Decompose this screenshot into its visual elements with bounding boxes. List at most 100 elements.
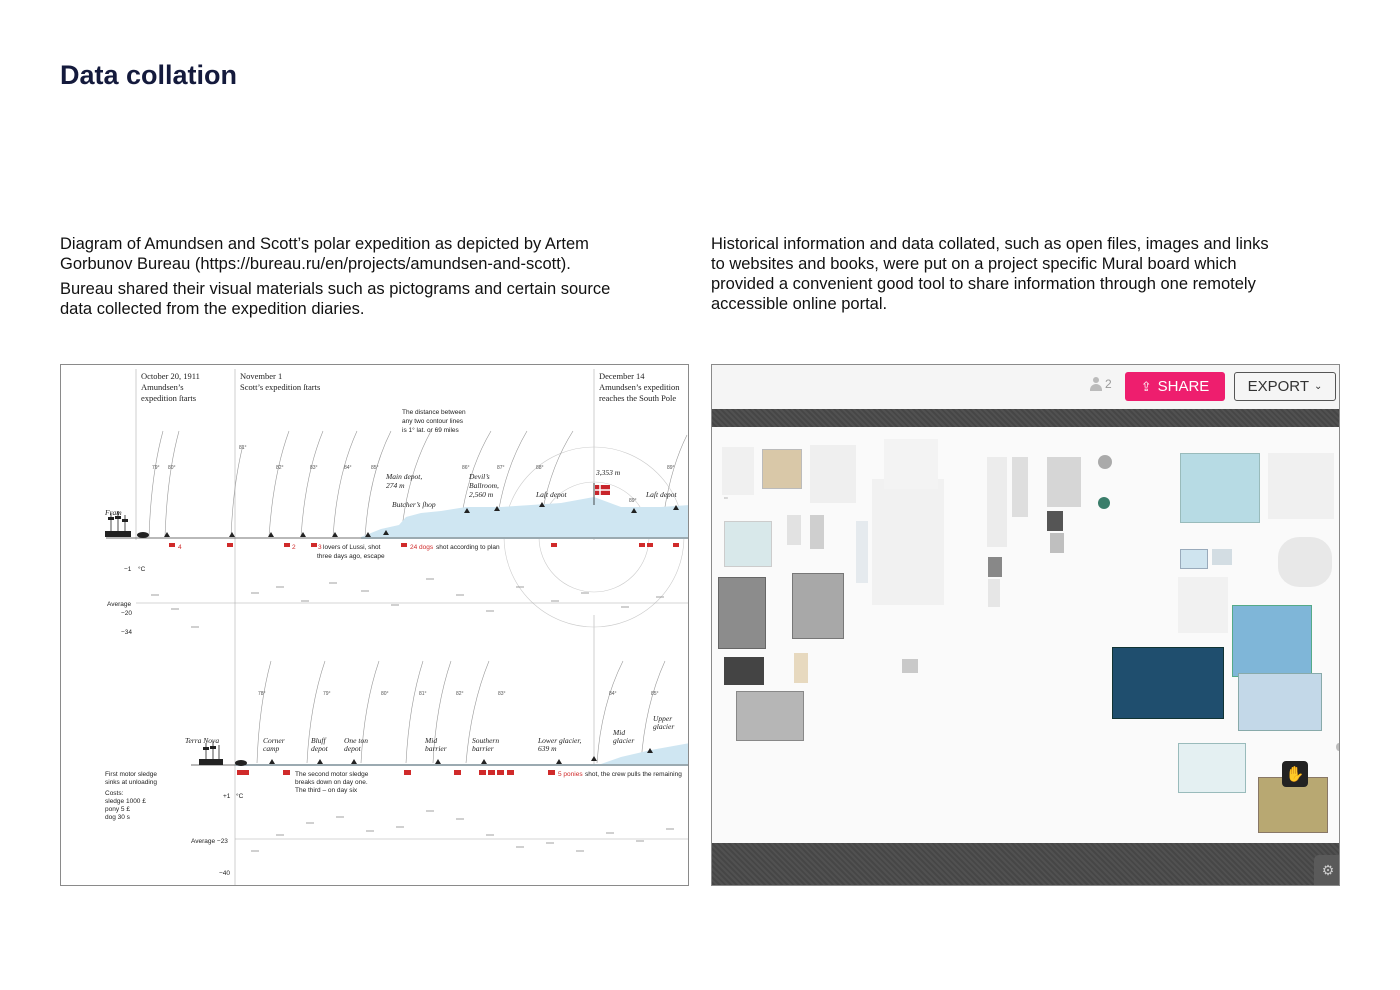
board-card[interactable]	[884, 439, 938, 489]
share-label: SHARE	[1157, 378, 1210, 395]
temp-top-minus1: −1	[124, 566, 132, 573]
amundsen-start-date: October 20, 1911	[141, 371, 200, 381]
board-card[interactable]	[1278, 537, 1332, 587]
settings-button[interactable]: ⚙	[1314, 855, 1339, 885]
contour-note-l1: The distance between	[402, 409, 466, 416]
top-camp-markers	[164, 502, 679, 537]
lat-top-0: 79°	[152, 465, 160, 471]
lower-glacier-l2: 639 m	[538, 744, 557, 753]
board-card[interactable]	[1268, 453, 1334, 519]
pole-l2: reaches the South Pole	[599, 393, 676, 403]
lat-top-8: 87°	[497, 465, 505, 471]
board-card[interactable]	[1212, 549, 1232, 565]
board-card[interactable]	[856, 521, 868, 583]
board-card[interactable]	[1047, 457, 1081, 507]
board-card[interactable]	[902, 659, 918, 673]
lat-top-5: 84°	[344, 465, 352, 471]
amundsen-start-l2: expedition ſtarts	[141, 393, 196, 403]
lat-top-2: 81°	[239, 445, 247, 451]
scott-start-date: November 1	[240, 371, 282, 381]
lat-top-11: 89°	[667, 465, 675, 471]
lat-top-6: 85°	[371, 465, 379, 471]
upper-glacier-l2: glacier	[653, 722, 674, 731]
second-sledge-l3: The third – on day six	[295, 787, 358, 794]
ponies-note: shot, the crew pulls the remaining	[585, 771, 682, 778]
contour-note-l3: is 1° lat. or 69 miles	[402, 426, 460, 434]
second-sledge-l2: breaks down on day one.	[295, 779, 368, 786]
second-sledge-l1: The second motor sledge	[295, 771, 369, 778]
dogs-lost-3: 3	[318, 544, 322, 551]
collaborators-indicator[interactable]: 2	[1090, 377, 1112, 391]
first-sledge-l1: First motor sledge	[105, 771, 157, 778]
left-caption: Diagram of Amundsen and Scott’s polar ex…	[60, 234, 620, 324]
board-card[interactable]	[872, 479, 944, 605]
board-card[interactable]	[724, 521, 772, 567]
board-card[interactable]	[1178, 577, 1228, 633]
board-card[interactable]	[988, 557, 1002, 577]
main-depot-l1: Main depot,	[385, 472, 422, 481]
lat-bottom-3: 81°	[419, 691, 427, 697]
fram-label: Fram	[104, 508, 122, 517]
export-label: EXPORT	[1247, 378, 1309, 395]
board-card[interactable]	[1336, 743, 1339, 751]
board-card[interactable]	[810, 445, 856, 503]
corner-camp-l2: camp	[263, 744, 279, 753]
board-card[interactable]	[722, 447, 754, 495]
board-card[interactable]	[1098, 455, 1112, 469]
terra-nova-label: Terra Nova	[185, 736, 219, 745]
board-card[interactable]	[1180, 453, 1260, 523]
board-card[interactable]	[1180, 549, 1208, 569]
board-card[interactable]	[1047, 511, 1063, 531]
costs-title: Costs:	[105, 790, 124, 797]
dogs-lost-4: 4	[178, 544, 182, 551]
board-card[interactable]	[1232, 605, 1312, 677]
board-card[interactable]	[1112, 647, 1224, 719]
pan-tool-button[interactable]: ✋	[1282, 761, 1308, 787]
board-card[interactable]	[1050, 533, 1064, 553]
fram-ship-icon	[105, 511, 149, 538]
lat-top-1: 80°	[168, 465, 176, 471]
pole-date: December 14	[599, 371, 645, 381]
expedition-diagram: October 20, 1911 Amundsen’s expedition ſ…	[60, 364, 689, 886]
lat-bottom-6: 84°	[609, 691, 617, 697]
lat-top-9: 88°	[536, 465, 544, 471]
bluff-depot-l1: Bluff	[311, 736, 326, 745]
share-button[interactable]: ⇪ SHARE	[1125, 372, 1225, 401]
main-depot-l2: 274 m	[386, 481, 405, 490]
bluff-depot-l2: depot	[311, 744, 329, 753]
lat-top-4: 83°	[310, 465, 318, 471]
board-card[interactable]	[987, 457, 1007, 547]
board-card[interactable]	[736, 691, 804, 741]
corner-camp-l1: Corner	[263, 736, 285, 745]
bottom-temp-dashes	[251, 810, 674, 852]
mural-canvas[interactable]: ▭	[712, 427, 1339, 843]
first-sledge-l2: sinks at unloading	[105, 779, 157, 786]
lat-bottom-4: 82°	[456, 691, 464, 697]
gear-icon: ⚙	[1321, 861, 1335, 878]
board-card[interactable]	[718, 577, 766, 649]
board-card[interactable]	[1178, 743, 1246, 793]
board-card[interactable]	[1238, 673, 1322, 731]
temp-top-unit: °C	[138, 565, 146, 573]
page-title: Data collation	[60, 60, 238, 90]
board-card[interactable]	[724, 657, 764, 685]
board-card[interactable]	[762, 449, 802, 489]
board-card[interactable]	[787, 515, 801, 545]
board-card[interactable]	[1098, 497, 1110, 509]
board-card[interactable]	[988, 579, 1000, 607]
last-depot-2: Laſt depot	[645, 490, 678, 499]
export-button[interactable]: EXPORT ⌄	[1234, 372, 1336, 401]
lat-bottom-5: 83°	[498, 691, 506, 697]
board-card[interactable]	[1012, 457, 1028, 517]
ponies-count: 5 ponies	[558, 771, 583, 778]
left-caption-p2: Bureau shared their visual materials suc…	[60, 280, 611, 318]
board-card[interactable]	[810, 515, 824, 549]
board-card[interactable]	[792, 573, 844, 639]
board-card[interactable]	[794, 653, 808, 683]
lovers-note: lovers of Lussi, shot	[323, 544, 381, 551]
mural-top-band	[712, 409, 1339, 427]
bottom-latitude-ticks: 78° 79° 80° 81° 82° 83° 84° 85°	[258, 691, 659, 697]
temp-bottom-minus40: −40	[219, 870, 230, 877]
mural-board: 2 ⇪ SHARE EXPORT ⌄ ▭	[711, 364, 1340, 886]
temp-top-average: Average	[107, 601, 131, 608]
